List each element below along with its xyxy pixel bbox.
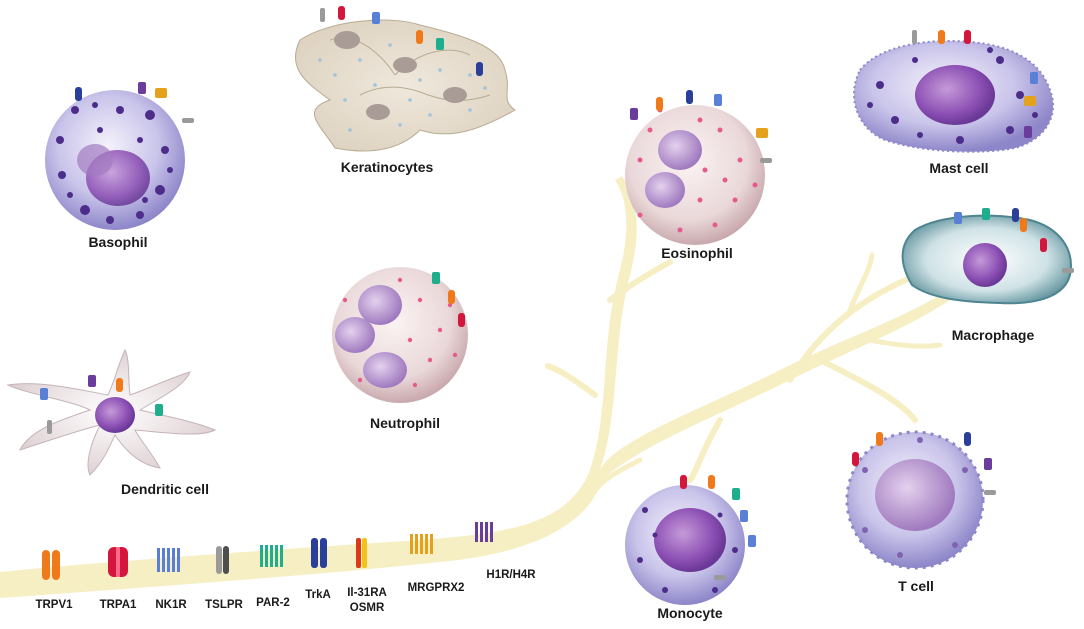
macrophage-illustration (901, 214, 1072, 305)
keratinocytes-illustration (294, 19, 516, 152)
cell-receptor-decorations (40, 6, 1074, 580)
red-yellow-pair-icon (356, 538, 367, 568)
orange-channel-icon (42, 550, 60, 580)
navy-pair-icon (311, 538, 327, 568)
basophil-illustration (45, 90, 185, 230)
eosinophil-label: Eosinophil (661, 245, 733, 261)
legend-label-trka: TrkA (305, 589, 331, 601)
grey-rod-icon (216, 546, 229, 574)
legend-label-trpa1: TRPA1 (99, 599, 137, 611)
macrophage-label: Macrophage (951, 327, 1035, 343)
legend-label-il31ra: Il-31RA (347, 587, 387, 599)
keratinocytes-label: Keratinocytes (340, 159, 434, 175)
legend-label-nk1r: NK1R (155, 599, 187, 611)
legend-label-h1r-h4r: H1R/H4R (486, 569, 536, 581)
red-channel-icon (108, 547, 128, 577)
eosinophil-illustration (625, 105, 765, 245)
legend-label-osmr: OSMR (349, 602, 385, 614)
neutrophil-label: Neutrophil (370, 415, 440, 431)
legend-label-tslpr: TSLPR (205, 599, 243, 611)
gold-coil-icon (410, 534, 433, 554)
monocyte-label: Monocyte (657, 605, 723, 621)
dendritic-cell-illustration (6, 348, 217, 476)
neutrophil-illustration (332, 267, 468, 403)
mast-cell-illustration (853, 39, 1055, 153)
mast-cell-label: Mast cell (929, 160, 989, 176)
legend-label-trpv1: TRPV1 (35, 599, 73, 611)
blue-coil-icon (157, 548, 180, 572)
teal-coil-icon (260, 545, 283, 567)
dendritic-cell-label: Dendritic cell (121, 481, 209, 497)
purple-coil-icon (475, 522, 493, 542)
legend-label-par2: PAR-2 (256, 597, 290, 609)
legend-icons (42, 522, 493, 580)
t-cell-illustration (845, 430, 985, 570)
t-cell-label: T cell (898, 578, 934, 594)
basophil-label: Basophil (88, 234, 148, 250)
legend-label-mrgprx2: MRGPRX2 (407, 582, 465, 594)
monocyte-illustration (625, 485, 745, 605)
